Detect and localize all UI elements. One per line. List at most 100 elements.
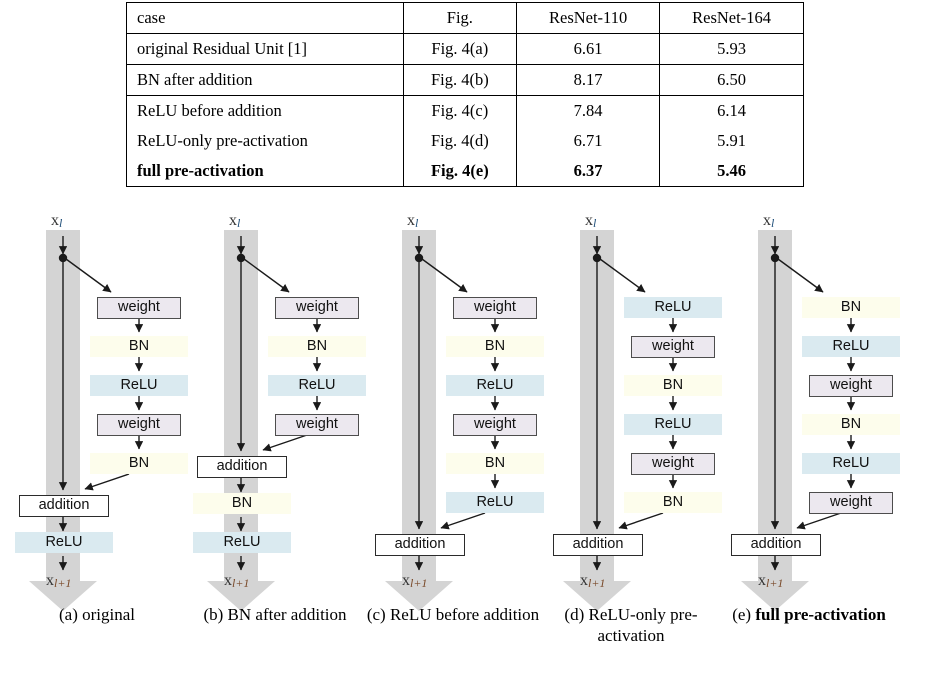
split-node-dot [236,253,246,263]
panel-caption-index: (b) [203,605,228,624]
merge-arrow [796,512,842,530]
node-weight-3: weight [453,414,537,436]
node-addition: addition [731,534,821,556]
input-label-subscript: l [59,216,63,230]
split-node-dot [58,253,68,263]
node-bn-3: BN [802,414,900,435]
node-bn-2: BN [624,375,722,396]
input-label-subscript: l [415,216,419,230]
panel-caption-text: full pre-activation [755,605,886,624]
node-relu-3: ReLU [624,414,722,435]
cell-fig: Fig. 4(c) [402,95,518,126]
table-header-row: case Fig. ResNet-110 ResNet-164 [126,2,804,34]
input-label-x-l: xl [407,212,418,231]
output-label-subscript: l+1 [54,576,72,590]
cell-resnet164: 5.91 [659,126,804,156]
input-label-base: x [763,212,771,229]
panel-caption-text: BN after addition [227,605,347,624]
col-header-resnet164: ResNet-164 [659,2,804,34]
cell-resnet110: 8.17 [516,64,661,96]
cell-fig: Fig. 4(d) [402,126,518,156]
col-header-fig: Fig. [402,2,518,34]
branch-entry-arrow [421,258,468,293]
node-weight-4: weight [631,453,715,475]
branch-entry-arrow [777,258,824,293]
node-relu-0: ReLU [624,297,722,318]
node-weight-0: weight [453,297,537,319]
node-weight-1: weight [631,336,715,358]
node-addition: addition [19,495,109,517]
merge-arrow [84,473,130,491]
panel-caption-c: (c) ReLU before addition [364,604,542,625]
panel-caption-text: ReLU before addition [389,605,540,624]
node-addition: addition [553,534,643,556]
split-node-dot [592,253,602,263]
split-node-dot [770,253,780,263]
node-addition: addition [197,456,287,478]
input-label-base: x [229,212,237,229]
output-label-base: x [402,572,410,589]
input-label-x-l: xl [51,212,62,231]
input-label-x-l: xl [229,212,240,231]
input-label-x-l: xl [585,212,596,231]
output-label-subscript: l+1 [232,576,250,590]
cell-resnet110: 7.84 [516,95,661,126]
panel-caption-a: (a) original [8,604,186,625]
node-bn-1: BN [268,336,366,357]
panel-caption-b: (b) BN after addition [186,604,364,625]
output-label-x-l-plus-1: xl+1 [402,572,427,591]
cell-resnet164: 5.93 [659,33,804,65]
cell-case: BN after addition [126,64,404,96]
col-header-resnet110: ResNet-110 [516,2,661,34]
panel-caption-e: (e) full pre-activation [720,604,898,625]
cell-resnet110: 6.61 [516,33,661,65]
node-relu-1: ReLU [802,336,900,357]
results-table: case Fig. ResNet-110 ResNet-164 original… [126,2,804,187]
cell-case: ReLU-only pre-activation [126,126,404,156]
merge-arrow [262,434,308,452]
node-bn-5: BN [624,492,722,513]
branch-entry-arrow [65,258,112,293]
node-relu-2: ReLU [90,375,188,396]
output-label-subscript: l+1 [766,576,784,590]
panel-caption-index: (a) [58,605,83,624]
node-bn-4: BN [446,453,544,474]
input-label-base: x [407,212,415,229]
node-weight-3: weight [275,414,359,436]
node-bn-4: BN [90,453,188,474]
input-label-base: x [585,212,593,229]
cell-resnet164: 5.46 [659,156,804,187]
output-label-x-l-plus-1: xl+1 [758,572,783,591]
cell-resnet164: 6.50 [659,64,804,96]
cell-resnet164: 6.14 [659,95,804,126]
branch-entry-arrow [599,258,646,293]
output-label-base: x [46,572,54,589]
node-bn-1: BN [90,336,188,357]
panel-caption-index: (c) [366,605,390,624]
node-relu-2: ReLU [268,375,366,396]
node-relu-5: ReLU [446,492,544,513]
output-label-x-l-plus-1: xl+1 [224,572,249,591]
cell-case: full pre-activation [126,156,404,187]
merge-arrow [440,512,486,530]
output-label-base: x [580,572,588,589]
cell-case: ReLU before addition [126,95,404,126]
panel-caption-text: ReLU-only pre-activation [588,605,698,645]
node-bn-post0: BN [193,493,291,514]
panel-caption-index: (e) [732,605,756,624]
output-label-x-l-plus-1: xl+1 [580,572,605,591]
node-relu-4: ReLU [802,453,900,474]
node-addition: addition [375,534,465,556]
input-label-subscript: l [771,216,775,230]
node-bn-1: BN [446,336,544,357]
branch-entry-arrow [243,258,290,293]
node-bn-0: BN [802,297,900,318]
node-weight-0: weight [97,297,181,319]
